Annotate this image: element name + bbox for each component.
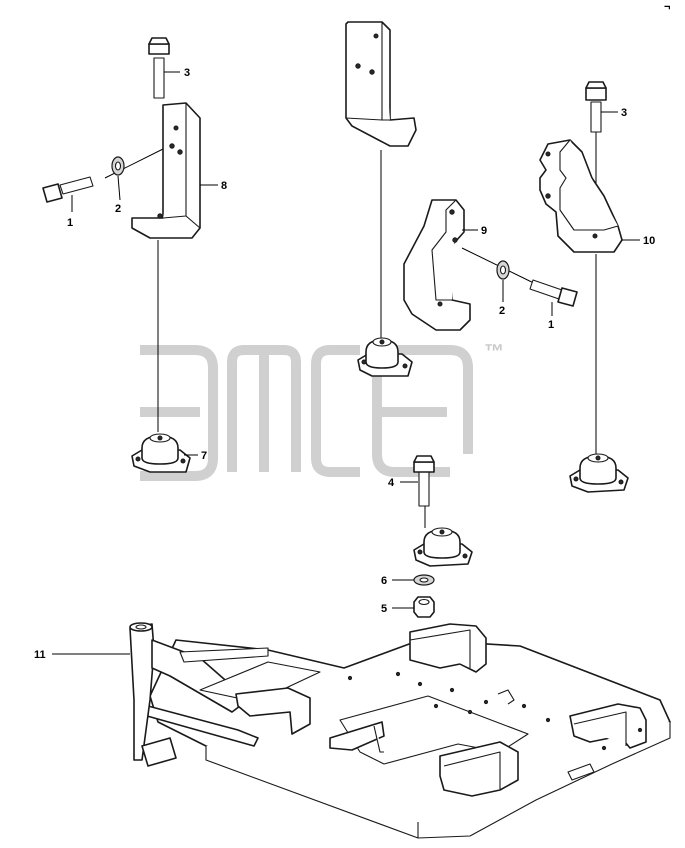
bracket-left xyxy=(131,102,201,239)
mount-center-upper xyxy=(357,337,413,377)
callout-9: 9 xyxy=(481,225,487,237)
callout-11: 11 xyxy=(34,649,46,661)
callout-4: 4 xyxy=(388,477,395,489)
callout-2-left: 2 xyxy=(115,203,121,215)
bolt-side-left xyxy=(42,176,94,203)
frame xyxy=(129,622,671,839)
callout-1-left: 1 xyxy=(67,217,73,229)
washer-center xyxy=(413,574,435,586)
bracket-top-center xyxy=(345,21,417,147)
nut-center xyxy=(413,596,435,618)
bolt-top-right xyxy=(585,81,607,133)
callout-3-top-left: 3 xyxy=(184,67,190,79)
bracket-right xyxy=(539,139,623,253)
callout-6: 6 xyxy=(381,575,387,587)
watermark-logo: ™ xyxy=(140,341,504,481)
callout-10: 10 xyxy=(643,235,655,247)
mount-right xyxy=(569,453,629,493)
callout-5: 5 xyxy=(381,603,387,615)
callout-leaders xyxy=(52,71,640,655)
watermark-trademark: ™ xyxy=(484,341,504,363)
bracket-center xyxy=(403,199,471,331)
callout-labels: 3 1 2 8 7 9 2 1 3 10 4 6 5 11 xyxy=(34,67,655,661)
callout-8: 8 xyxy=(221,180,227,192)
washer-left xyxy=(111,156,125,176)
bolt-top-left xyxy=(148,37,170,99)
callout-3-top-right: 3 xyxy=(621,107,627,119)
washer-right xyxy=(496,260,510,280)
bolt-center xyxy=(413,455,435,528)
mount-left xyxy=(131,433,191,473)
bolt-side-right xyxy=(529,279,578,307)
corner-mark: ¬ xyxy=(664,1,670,13)
mount-center-lower xyxy=(413,527,473,567)
callout-7: 7 xyxy=(201,450,207,462)
callout-2-right: 2 xyxy=(499,305,505,317)
callout-1-right: 1 xyxy=(548,319,554,331)
